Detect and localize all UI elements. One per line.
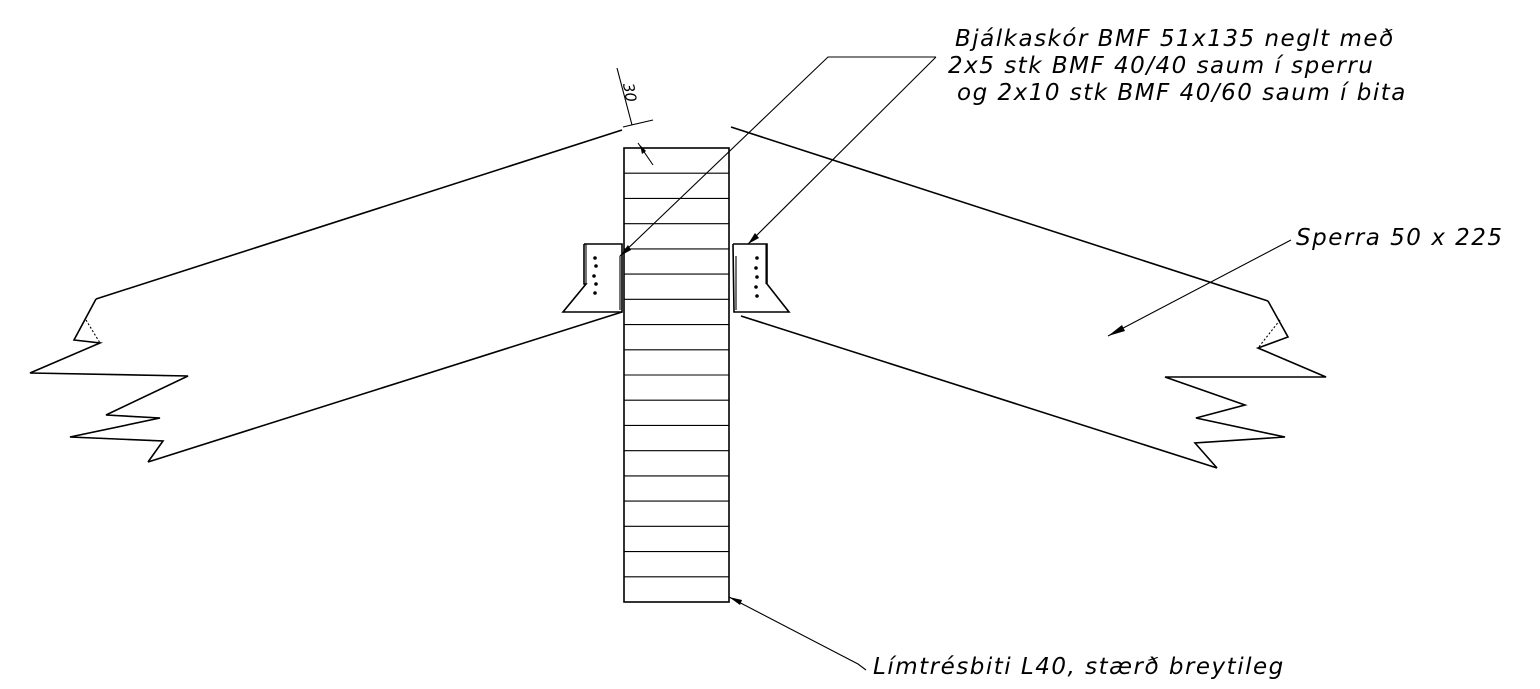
left-rafter-top-edge xyxy=(95,129,623,300)
hanger-leaders xyxy=(619,56,937,257)
right-hanger-nails xyxy=(754,256,759,298)
rafter-label: Sperra 50 x 225 xyxy=(1296,225,1504,251)
left-hanger-nails xyxy=(592,256,598,295)
gap-dimension-value: 30 xyxy=(619,82,640,104)
right-rafter-bottom-edge xyxy=(740,315,1218,469)
glulam-beam xyxy=(623,147,730,603)
hanger-label-line-3: og 2x10 stk BMF 40/60 saum í bita xyxy=(957,80,1407,106)
hanger-label-line-2: 2x5 stk BMF 40/40 saum í sperru xyxy=(948,53,1374,79)
hanger-label-line-1: Bjálkaskór BMF 51x135 neglt með xyxy=(955,26,1395,52)
beam-label: Límtrésbiti L40, stærð breytileg xyxy=(873,654,1285,680)
left-joist-hanger xyxy=(561,243,623,313)
right-rafter-break-shade xyxy=(1164,319,1327,438)
rafter-leader xyxy=(1107,239,1292,337)
beam-laminations xyxy=(624,172,729,578)
left-rafter-break-shade xyxy=(29,319,189,442)
gap-dimension: 30 xyxy=(616,67,654,166)
left-rafter-bottom-edge xyxy=(147,311,623,463)
left-rafter-break-line xyxy=(29,298,189,463)
right-rafter-break-line xyxy=(1164,300,1327,469)
beam-leader xyxy=(728,596,867,671)
right-rafter xyxy=(730,126,1327,469)
right-joist-hanger xyxy=(732,243,791,313)
left-rafter xyxy=(29,129,623,463)
right-rafter-top-edge xyxy=(730,126,1269,302)
